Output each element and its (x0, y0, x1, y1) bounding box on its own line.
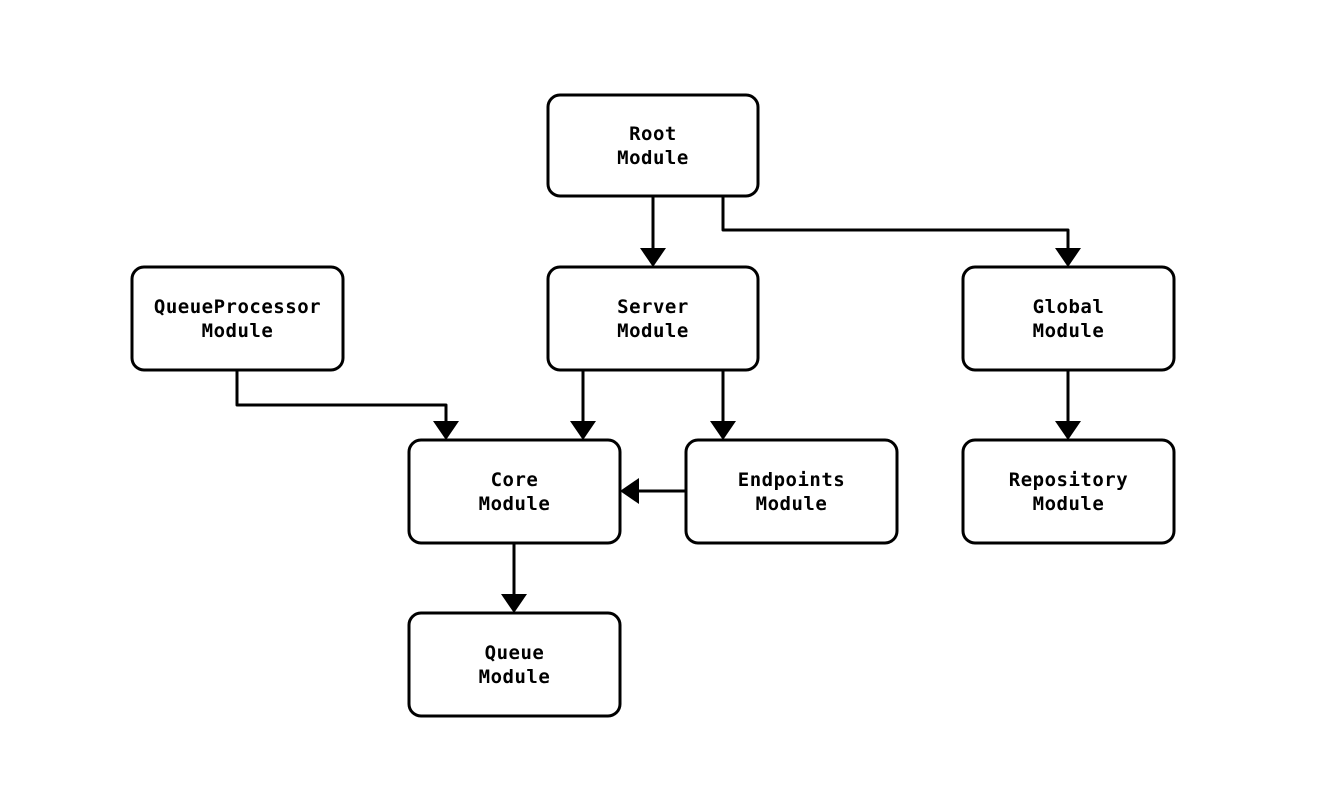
node-label-line2-queueprocessor: Module (202, 320, 274, 342)
edge-queueprocessor-to-core (235, 370, 459, 440)
edge-arrowhead (620, 478, 639, 504)
edge-core-to-queue (501, 543, 527, 613)
node-box-core[interactable] (407, 438, 622, 545)
edge-line (721, 196, 1070, 252)
node-label-line1-queueprocessor: QueueProcessor (154, 296, 321, 318)
edge-arrowhead (501, 594, 527, 613)
edge-arrowhead (570, 421, 596, 440)
edge-arrowhead (1055, 248, 1081, 267)
node-label-line2-endpoints: Module (756, 493, 828, 515)
edges-layer (235, 196, 1081, 613)
node-box-queueprocessor[interactable] (130, 265, 345, 372)
node-label-line1-global: Global (1033, 296, 1105, 318)
edge-global-to-repository (1055, 370, 1081, 440)
node-label-line2-global: Module (1033, 320, 1105, 342)
edge-arrowhead (640, 248, 666, 267)
node-label-line1-queue: Queue (485, 642, 545, 664)
node-label-line2-queue: Module (479, 666, 551, 688)
node-label-line1-core: Core (491, 469, 539, 491)
edge-root-to-server (640, 196, 666, 267)
edge-line (235, 370, 448, 425)
nodes-layer: RootModuleQueueProcessorModuleServerModu… (130, 93, 1176, 718)
edge-arrowhead (1055, 421, 1081, 440)
node-label-line1-root: Root (629, 123, 677, 145)
node-box-endpoints[interactable] (684, 438, 899, 545)
node-label-line2-repository: Module (1033, 493, 1105, 515)
node-box-root[interactable] (546, 93, 760, 198)
node-label-line1-repository: Repository (1009, 469, 1128, 491)
node-label-line1-endpoints: Endpoints (738, 469, 845, 491)
edge-root-to-global (721, 196, 1081, 267)
node-box-queue[interactable] (407, 611, 622, 718)
node-label-line2-server: Module (617, 320, 689, 342)
node-box-global[interactable] (961, 265, 1176, 372)
edge-endpoints-to-core (620, 478, 686, 504)
edge-server-to-endpoints (710, 370, 736, 440)
node-box-repository[interactable] (961, 438, 1176, 545)
node-label-line2-core: Module (479, 493, 551, 515)
edge-arrowhead (710, 421, 736, 440)
node-box-server[interactable] (546, 265, 760, 372)
edge-arrowhead (433, 421, 459, 440)
node-label-line1-server: Server (617, 296, 689, 318)
edge-server-to-core (570, 370, 596, 440)
node-label-line2-root: Module (617, 147, 689, 169)
